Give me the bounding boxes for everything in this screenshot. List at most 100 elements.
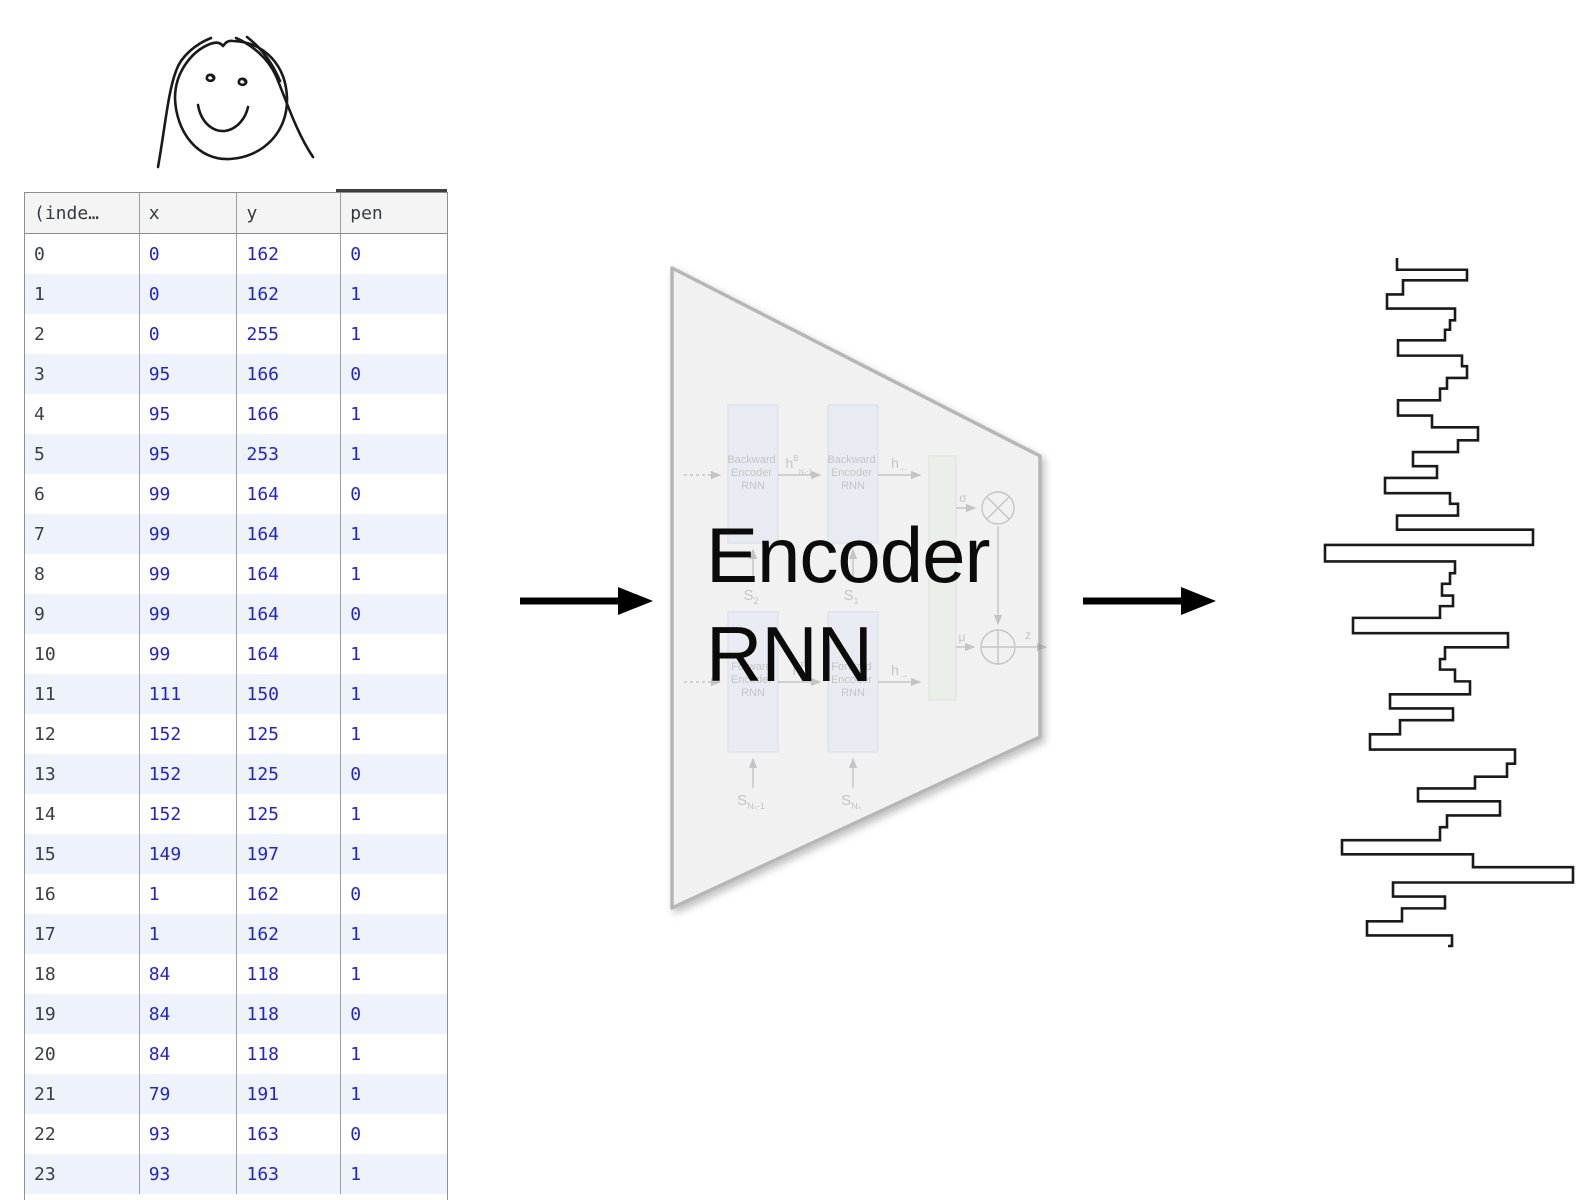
value-cell: 164 [236, 514, 340, 554]
value-cell: 125 [236, 714, 340, 754]
value-cell: 0 [340, 594, 447, 634]
value-cell: 0 [340, 1114, 447, 1154]
row-index-cell: 7 [34, 523, 45, 545]
backward-encoder-rnn-box-2 [827, 404, 879, 544]
value-cell: 152 [138, 714, 237, 754]
h-backward-label: h← [891, 455, 909, 474]
value-cell: 191 [236, 1074, 340, 1114]
sketch-hair-right-outer [234, 36, 315, 159]
value-cell: 164 [236, 474, 340, 514]
value-cell: 79 [138, 1074, 237, 1114]
row-index-cell: 10 [34, 643, 56, 665]
value-cell: 84 [138, 954, 237, 994]
value-cell: 0 [340, 234, 447, 274]
h-forward-mid-label: hF [793, 661, 806, 678]
h-forward-label: h→ [891, 662, 909, 681]
value-cell: 1 [340, 1154, 447, 1194]
value-cell: 99 [138, 474, 237, 514]
row-index-cell: 18 [34, 963, 56, 985]
value-cell: 111 [138, 674, 237, 714]
column-header-y: y [236, 193, 340, 233]
value-cell: 84 [138, 1034, 237, 1074]
row-index-cell: 3 [34, 363, 45, 385]
s-top-right-label: S1 [843, 587, 858, 606]
value-cell: 1 [340, 274, 447, 314]
column-resize-divider[interactable] [336, 189, 447, 192]
column-header-index: (inde… [34, 202, 100, 224]
value-cell: 162 [236, 874, 340, 914]
hidden-state-bar [928, 455, 957, 701]
row-index-cell: 1 [34, 283, 45, 305]
sigma-label: σ [959, 491, 967, 505]
value-cell: 164 [236, 554, 340, 594]
value-cell: 166 [236, 354, 340, 394]
forward-encoder-rnn-box-2 [827, 611, 879, 753]
forward-encoder-rnn-box-1 [727, 611, 779, 753]
row-index-cell: 2 [34, 323, 45, 345]
sketch-smile [196, 103, 250, 133]
value-cell: 0 [138, 234, 237, 274]
value-cell: 164 [236, 594, 340, 634]
row-index-cell: 21 [34, 1083, 56, 1105]
row-index-cell: 5 [34, 443, 45, 465]
value-cell: 118 [236, 994, 340, 1034]
value-cell: 0 [138, 274, 237, 314]
value-cell: 118 [236, 1034, 340, 1074]
value-cell: 166 [236, 394, 340, 434]
value-cell: 95 [138, 434, 237, 474]
sketch-eye-left [205, 73, 216, 83]
sketch-eye-right [237, 77, 248, 87]
forward-box2-label: Forward Encoder RNN [831, 661, 875, 699]
mu-label: μ [959, 630, 966, 644]
value-cell: 99 [138, 634, 237, 674]
value-cell: 1 [138, 914, 237, 954]
value-cell: 0 [340, 354, 447, 394]
column-header-pen: pen [340, 193, 447, 233]
value-cell: 162 [236, 914, 340, 954]
row-index-cell: 19 [34, 1003, 56, 1025]
value-cell: 95 [138, 354, 237, 394]
latent-vector-step-line [1325, 258, 1573, 946]
value-cell: 1 [340, 314, 447, 354]
value-cell: 1 [340, 914, 447, 954]
h-backward-mid-label: hBNₛ-1 [785, 454, 812, 476]
value-cell: 93 [138, 1114, 237, 1154]
value-cell: 152 [138, 754, 237, 794]
row-index-cell: 9 [34, 603, 45, 625]
value-cell: 125 [236, 794, 340, 834]
table-row-partial [25, 1194, 447, 1200]
value-cell: 99 [138, 514, 237, 554]
s-top-left-label: S2 [743, 587, 758, 606]
value-cell: 0 [340, 474, 447, 514]
encoder-trapezoid: Backward Encoder RNN Backward Encoder RN… [670, 266, 1048, 910]
value-cell: 253 [236, 434, 340, 474]
value-cell: 99 [138, 554, 237, 594]
value-cell: 1 [340, 834, 447, 874]
value-cell: 1 [340, 794, 447, 834]
forward-box1-label: Forward Encoder RNN [731, 661, 775, 699]
row-index-cell: 11 [34, 683, 56, 705]
value-cell: 0 [340, 874, 447, 914]
value-cell: 164 [236, 634, 340, 674]
backward-box2-label: Backward Encoder RNN [827, 454, 878, 492]
row-index-cell: 22 [34, 1123, 56, 1145]
row-index-cell: 14 [34, 803, 56, 825]
value-cell: 95 [138, 394, 237, 434]
value-cell: 1 [340, 714, 447, 754]
value-cell: 150 [236, 674, 340, 714]
